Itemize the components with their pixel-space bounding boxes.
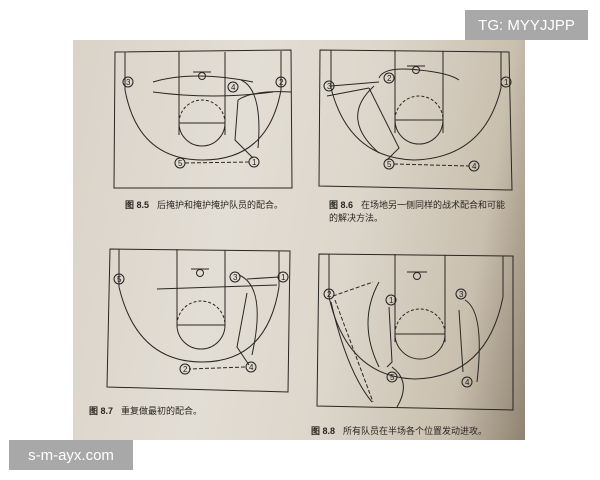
svg-text:2: 2 [183, 365, 188, 374]
svg-text:2: 2 [279, 78, 284, 87]
court-diagram-8-8: 2 1 3 5 4 [316, 252, 514, 412]
svg-text:5: 5 [387, 160, 392, 169]
svg-text:2: 2 [327, 290, 332, 299]
court-diagram-8-6: 3 2 1 5 4 [318, 48, 513, 192]
svg-text:4: 4 [231, 83, 236, 92]
svg-text:2: 2 [387, 74, 392, 83]
svg-text:3: 3 [233, 273, 238, 282]
svg-text:5: 5 [390, 373, 395, 382]
svg-text:1: 1 [252, 158, 257, 167]
figure-caption-text: 重复做最初的配合。 [121, 407, 203, 417]
svg-text:5: 5 [117, 275, 122, 284]
svg-text:1: 1 [281, 273, 286, 282]
svg-text:4: 4 [249, 363, 254, 372]
figure-caption-text: 后掩护和掩护掩护队员的配合。 [157, 201, 284, 211]
watermark-top-right: TG: MYYJJPP [465, 10, 588, 40]
court-diagram-8-5: 3 2 4 1 5 [113, 49, 293, 190]
svg-text:5: 5 [178, 159, 183, 168]
svg-text:3: 3 [327, 82, 332, 91]
book-page-photo: 3 2 4 1 5 图 8.5 后掩护和掩护掩护队员的配合。 [73, 40, 525, 440]
court-diagram-8-7: 5 3 1 4 2 [106, 247, 291, 393]
figure-caption-text: 在场地另一侧同样的战术配合和可能 [361, 201, 506, 211]
watermark-bottom-left: s-m-ayx.com [9, 440, 133, 470]
svg-text:4: 4 [472, 162, 477, 171]
figure-label: 图 8.8 [311, 426, 336, 436]
figure-label: 图 8.6 [329, 200, 354, 210]
figure-label: 图 8.5 [125, 200, 150, 210]
svg-text:3: 3 [126, 78, 131, 87]
svg-text:3: 3 [459, 290, 464, 299]
svg-text:1: 1 [504, 78, 509, 87]
figure-caption-8-6: 图 8.6 在场地另一侧同样的战术配合和可能 的解决方法。 [329, 198, 505, 224]
figure-caption-8-7: 图 8.7 重复做最初的配合。 [89, 404, 202, 417]
svg-text:4: 4 [465, 378, 470, 387]
svg-text:1: 1 [389, 296, 394, 305]
figure-caption-text: 所有队员在半场各个位置发动进攻。 [343, 427, 488, 437]
figure-caption-8-8: 图 8.8 所有队员在半场各个位置发动进攻。 [311, 424, 487, 437]
figure-caption-8-5: 图 8.5 后掩护和掩护掩护队员的配合。 [125, 198, 283, 211]
figure-label: 图 8.7 [89, 406, 114, 416]
figure-caption-text-line2: 的解决方法。 [329, 214, 384, 224]
